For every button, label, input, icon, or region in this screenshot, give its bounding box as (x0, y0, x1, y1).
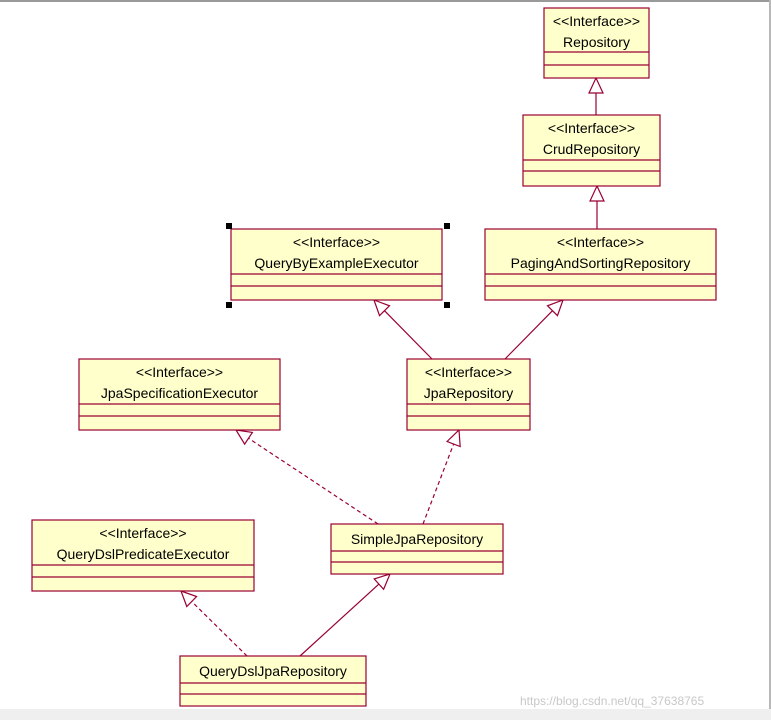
generalization-line (504, 310, 553, 360)
class-name-label: JpaSpecificationExecutor (101, 385, 259, 401)
edge-paging-and-sorting-repository-to-crud-repository[interactable] (589, 184, 605, 229)
class-name-label: Repository (563, 34, 630, 50)
class-box-simple-jpa-repository[interactable]: SimpleJpaRepository (330, 523, 504, 575)
class-box-rect (78, 358, 281, 431)
watermark: https://blog.csdn.net/qq_37638765 (520, 694, 705, 708)
generalization-line (299, 583, 380, 657)
class-box-crud-repository[interactable]: <<Interface>> CrudRepository (522, 114, 661, 187)
class-box-rect (31, 519, 255, 592)
hollow-triangle-arrowhead (373, 298, 391, 317)
edge-crud-repository-to-repository[interactable] (588, 76, 604, 115)
realization-line (248, 437, 379, 525)
selection-handle-2[interactable] (226, 302, 232, 308)
class-box-query-dsl-predicate-executor[interactable]: <<Interface>> QueryDslPredicateExecutor (31, 519, 255, 592)
class-box-jpa-repository[interactable]: <<Interface>> JpaRepository (406, 358, 531, 431)
selection-handle-1[interactable] (444, 223, 450, 229)
class-name-label: QueryDslJpaRepository (199, 663, 347, 679)
edge-simple-jpa-repository-to-jpa-specification-executor[interactable] (234, 429, 379, 525)
edges-layer (179, 76, 605, 657)
stereotype-label: <<Interface>> (557, 234, 644, 250)
class-box-rect (179, 655, 367, 707)
edge-query-dsl-jpa-repository-to-query-dsl-predicate-executor[interactable] (179, 590, 248, 657)
selection-handles (226, 223, 450, 308)
edge-jpa-repository-to-query-by-example-executor[interactable] (373, 298, 433, 360)
class-name-label: QueryDslPredicateExecutor (57, 546, 230, 562)
class-box-jpa-specification-executor[interactable]: <<Interface>> JpaSpecificationExecutor (78, 358, 281, 431)
class-name-label: QueryByExampleExecutor (254, 255, 419, 271)
class-box-rect (230, 228, 443, 301)
edge-query-dsl-jpa-repository-to-simple-jpa-repository[interactable] (299, 573, 392, 657)
stereotype-label: <<Interface>> (553, 13, 640, 29)
right-border (769, 0, 771, 710)
class-box-rect (522, 114, 661, 187)
selection-handle-3[interactable] (444, 302, 450, 308)
hollow-triangle-arrowhead (588, 76, 604, 94)
class-box-query-dsl-jpa-repository[interactable]: QueryDslJpaRepository (179, 655, 367, 707)
hollow-triangle-arrowhead (546, 298, 564, 317)
top-border (0, 0, 771, 2)
edge-simple-jpa-repository-to-jpa-repository[interactable] (422, 428, 461, 525)
bottom-bar (0, 709, 771, 720)
class-name-label: CrudRepository (543, 141, 640, 157)
class-box-rect (330, 523, 504, 575)
hollow-triangle-arrowhead (373, 573, 392, 591)
class-box-rect (484, 228, 717, 301)
realization-line (422, 443, 455, 525)
class-box-rect (406, 358, 531, 431)
stereotype-label: <<Interface>> (548, 120, 635, 136)
stereotype-label: <<Interface>> (425, 364, 512, 380)
hollow-triangle-arrowhead (446, 428, 461, 448)
hollow-triangle-arrowhead (589, 184, 605, 202)
selection-handle-0[interactable] (226, 223, 232, 229)
stereotype-label: <<Interface>> (136, 364, 223, 380)
hollow-triangle-arrowhead (234, 429, 254, 446)
class-box-rect (543, 7, 650, 79)
generalization-line (384, 310, 433, 360)
class-name-label: SimpleJpaRepository (351, 531, 483, 547)
class-box-paging-and-sorting-repository[interactable]: <<Interface>> PagingAndSortingRepository (484, 228, 717, 301)
class-box-query-by-example-executor[interactable]: <<Interface>> QueryByExampleExecutor (230, 228, 443, 301)
nodes-layer: <<Interface>> Repository <<Interface>> Crud… (31, 7, 717, 707)
edge-jpa-repository-to-paging-and-sorting-repository[interactable] (504, 298, 564, 360)
class-name-label: PagingAndSortingRepository (511, 255, 691, 271)
realization-line (191, 601, 248, 657)
stereotype-label: <<Interface>> (99, 525, 186, 541)
hollow-triangle-arrowhead (179, 590, 198, 608)
class-box-repository[interactable]: <<Interface>> Repository (543, 7, 650, 79)
class-name-label: JpaRepository (424, 385, 514, 401)
stereotype-label: <<Interface>> (293, 234, 380, 250)
